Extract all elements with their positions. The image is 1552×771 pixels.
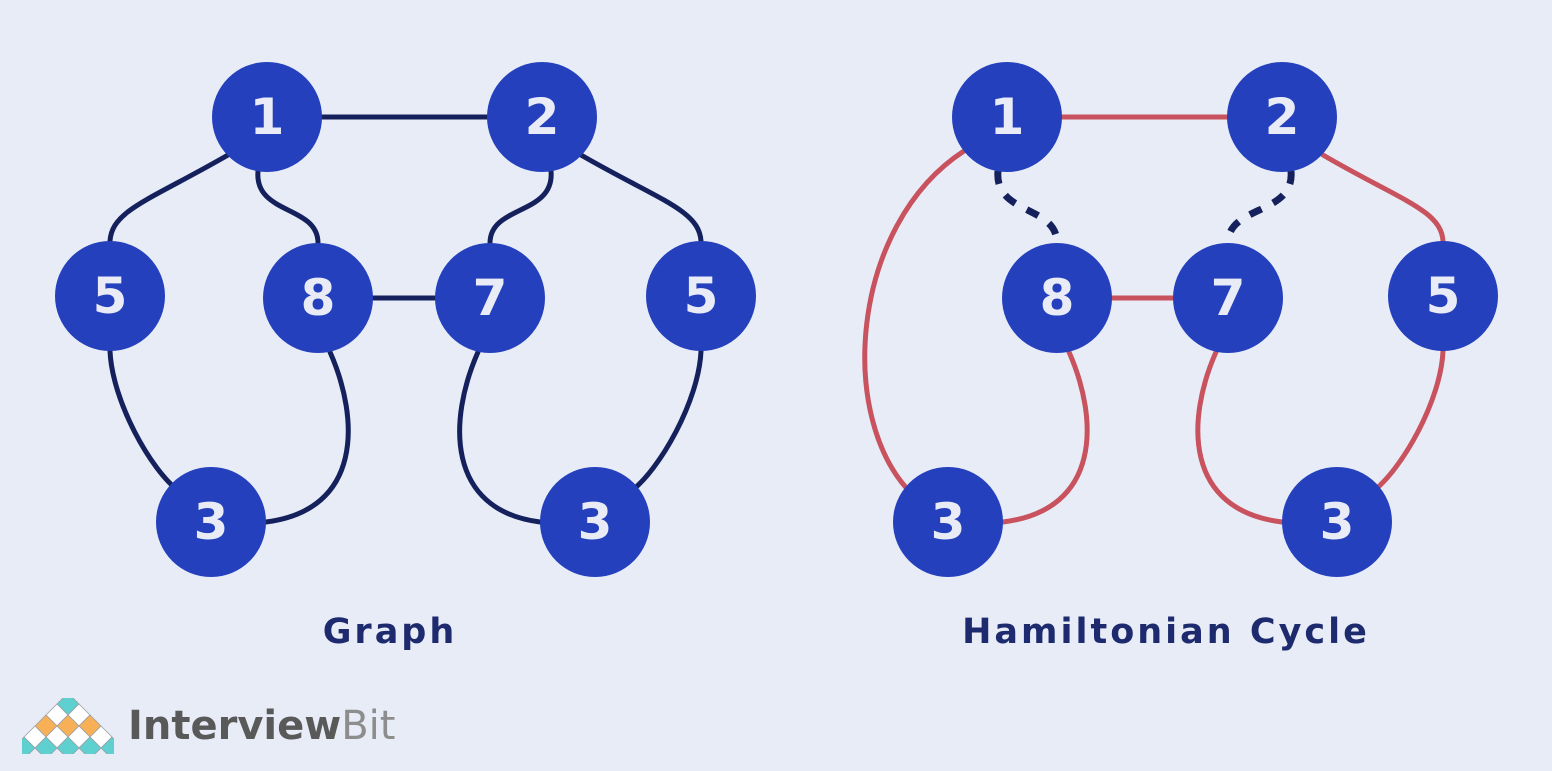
interviewbit-logo: InterviewBit — [12, 692, 395, 760]
edge-c1-c8 — [994, 170, 1061, 244]
edge-g5R-g3R — [627, 348, 704, 495]
node-g2[interactable]: 2 — [487, 62, 597, 172]
node-c3R[interactable]: 3 — [1282, 467, 1392, 577]
edge-g7-g3R — [457, 349, 543, 525]
logo-wordmark: InterviewBit — [128, 706, 395, 746]
caption-graph: Graph — [322, 612, 458, 652]
logo-diamond-svg — [12, 692, 124, 760]
caption-cycle: Hamiltonian Cycle — [962, 612, 1370, 652]
edge-g8-g3L — [263, 349, 351, 525]
node-c2[interactable]: 2 — [1227, 62, 1337, 172]
edge-g2-g5R — [578, 152, 704, 244]
node-g7[interactable]: 7 — [435, 243, 545, 353]
edge-c2-c5R — [1320, 152, 1446, 244]
node-c1[interactable]: 1 — [952, 62, 1062, 172]
edge-c5R-c3R — [1369, 348, 1446, 495]
edge-c7-c3R — [1195, 349, 1285, 525]
node-g5R[interactable]: 5 — [646, 241, 756, 351]
edge-c2-c7 — [1224, 170, 1295, 244]
edge-c1-c3L — [862, 148, 967, 498]
edge-layer-graph — [107, 114, 704, 525]
edge-layer-cycle — [862, 114, 1446, 525]
edge-g5L-g3L — [107, 348, 183, 495]
logo-word-interview: Interview — [128, 703, 342, 749]
node-g3R[interactable]: 3 — [540, 467, 650, 577]
node-c8[interactable]: 8 — [1002, 243, 1112, 353]
logo-diamond-mark — [12, 692, 124, 760]
node-g3L[interactable]: 3 — [156, 467, 266, 577]
node-c3L[interactable]: 3 — [893, 467, 1003, 577]
edge-g1-g8 — [255, 168, 321, 246]
node-c5R[interactable]: 5 — [1388, 241, 1498, 351]
node-g1[interactable]: 1 — [212, 62, 322, 172]
edge-c8-c3L — [1000, 349, 1090, 525]
logo-word-bit: Bit — [341, 703, 396, 749]
node-g5L[interactable]: 5 — [55, 241, 165, 351]
edge-g2-g7 — [487, 168, 554, 246]
node-c7[interactable]: 7 — [1173, 243, 1283, 353]
edge-g1-g5L — [107, 152, 231, 244]
node-g8[interactable]: 8 — [263, 243, 373, 353]
